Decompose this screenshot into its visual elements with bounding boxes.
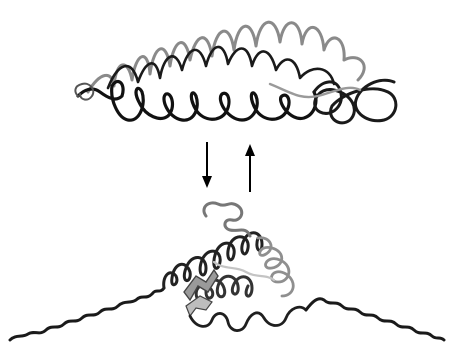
folded-protein-structure (75, 22, 396, 123)
equilibrium-arrows (202, 142, 255, 192)
unfolded-protein-structure (10, 203, 444, 340)
right-extended-tail (306, 299, 444, 340)
left-extended-tail (10, 288, 164, 340)
arrow-down (202, 142, 212, 188)
back-loop-backbone (108, 47, 334, 88)
lower-loops (190, 307, 306, 330)
right-loop-backbone (314, 80, 396, 123)
arrow-up (245, 144, 255, 192)
bundle-top-loop (204, 203, 250, 236)
